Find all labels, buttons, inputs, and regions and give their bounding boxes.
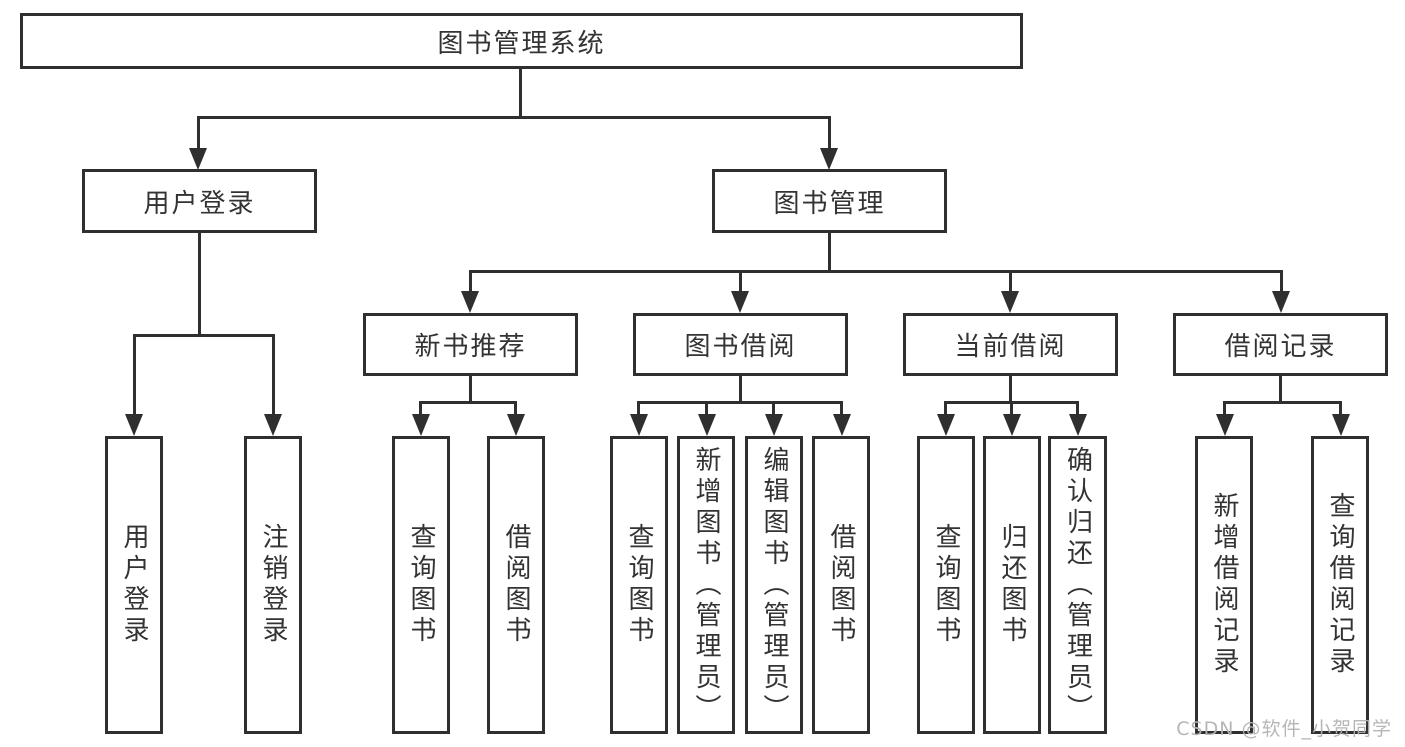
connector [1223,401,1342,404]
leaf-logout: 注销登录 [244,436,302,734]
node-label: 图书借阅 [684,332,797,362]
leaf-label: 查询图书 [931,523,961,647]
leaf-borrow-books: 借阅图书 [812,436,870,734]
arrowhead [1272,291,1290,313]
leaf-query-books-borrow: 查询图书 [610,436,668,734]
connector [198,233,201,337]
leaf-user-login: 用户登录 [105,436,163,734]
node-book-management: 图书管理 [712,169,947,233]
node-new-book-recommendation: 新书推荐 [363,313,578,376]
node-book-borrowing: 图书借阅 [633,313,848,376]
arrowhead [1069,414,1087,436]
connector [1339,401,1342,417]
watermark: CSDN @软件_小贺同学 [1176,718,1392,740]
leaf-borrow-books-recommend: 借阅图书 [487,436,545,734]
node-label: 图书管理 [773,188,886,219]
leaf-return-books: 归还图书 [983,436,1041,734]
connector [637,401,640,417]
node-borrowing-records: 借阅记录 [1173,313,1388,376]
connector [514,401,517,417]
connector [1223,401,1226,417]
arrowhead [820,148,838,170]
node-label: 图书管理系统 [437,28,606,59]
connector [469,270,472,295]
leaf-label: 借阅图书 [501,523,531,647]
arrowhead [125,414,143,436]
connector [469,270,1283,273]
leaf-query-books-current: 查询图书 [917,436,975,734]
leaf-edit-books-admin: 编辑图书（管理员） [745,436,803,734]
leaf-add-borrow-record: 新增借阅记录 [1195,436,1253,734]
arrowhead [507,414,525,436]
connector [1076,401,1079,417]
connector [133,334,275,337]
node-label: 当前借阅 [954,332,1067,362]
leaf-label: 查询图书 [406,523,436,647]
leaf-label: 确认归还（管理员） [1062,445,1093,725]
arrowhead [731,291,749,313]
connector [419,401,422,417]
leaf-label: 新增图书（管理员） [691,445,721,725]
connector [1279,376,1282,404]
arrowhead [189,148,207,170]
connector [739,376,742,404]
node-library-management-system: 图书管理系统 [20,13,1023,69]
connector [1280,270,1283,295]
leaf-label: 注销登录 [258,523,288,647]
arrowhead [264,414,282,436]
connector [637,401,843,404]
connector [519,66,522,119]
arrowhead [461,291,479,313]
node-label: 用户登录 [143,188,256,219]
leaf-query-books-recommend: 查询图书 [392,436,450,734]
leaf-label: 新增借阅记录 [1209,492,1239,678]
connector [469,376,472,404]
arrowhead [765,414,783,436]
connector [133,334,136,416]
connector [1009,270,1012,295]
connector [772,401,775,417]
connector [739,270,742,295]
node-label: 借阅记录 [1224,332,1337,362]
leaf-add-books-admin: 新增图书（管理员） [677,436,735,734]
arrowhead [1001,291,1019,313]
leaf-label: 用户登录 [119,523,149,647]
leaf-label: 归还图书 [997,523,1027,647]
connector [1009,376,1012,404]
connector [197,116,831,119]
connector [1010,401,1013,417]
leaf-confirm-return-admin: 确认归还（管理员） [1048,436,1107,734]
leaf-label: 查询借阅记录 [1325,492,1355,678]
node-label: 新书推荐 [414,332,527,362]
connector [705,401,708,417]
arrowhead [1003,414,1021,436]
connector [419,401,517,404]
connector [944,401,947,417]
leaf-label: 编辑图书（管理员） [759,445,789,725]
arrowhead [412,414,430,436]
arrowhead [698,414,716,436]
connector [272,334,275,416]
connector [828,116,831,156]
arrowhead [1332,414,1350,436]
leaf-query-borrow-record: 查询借阅记录 [1311,436,1369,734]
arrowhead [630,414,648,436]
connector [828,233,831,273]
connector [197,116,200,156]
arrowhead [833,414,851,436]
leaf-label: 查询图书 [624,523,654,647]
arrowhead [1216,414,1234,436]
connector [840,401,843,417]
leaf-label: 借阅图书 [826,523,856,647]
arrowhead [937,414,955,436]
node-current-borrowing: 当前借阅 [903,313,1118,376]
node-user-login: 用户登录 [82,169,317,233]
